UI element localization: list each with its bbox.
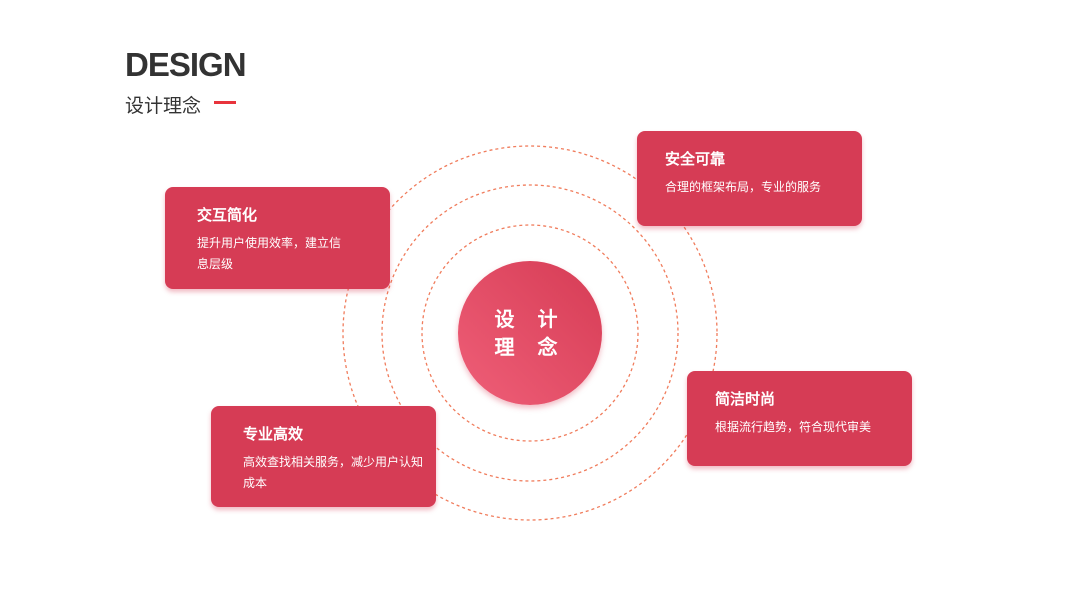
- page-subtitle: 设计理念: [125, 95, 202, 117]
- center-line2: 理 念: [494, 335, 566, 359]
- card-desc: 高效查找相关服务，减少用户认知成本: [243, 455, 424, 490]
- page-title: DESIGN: [125, 46, 247, 83]
- center-circle: 设 计 理 念: [458, 261, 602, 405]
- ring-outer: [342, 145, 718, 521]
- card-title: 安全可靠: [665, 150, 726, 168]
- card-title: 交互简化: [197, 206, 258, 224]
- card-secure-reliable: 安全可靠 合理的框架布局，专业的服务: [637, 131, 862, 226]
- ring-middle: [381, 184, 679, 482]
- card-title: 专业高效: [243, 425, 304, 443]
- card-interaction-simplify: 交互简化 提升用户使用效率，建立信息层级: [165, 187, 390, 289]
- card-professional-efficient: 专业高效 高效查找相关服务，减少用户认知成本: [211, 406, 436, 507]
- card-simple-fashion: 简洁时尚 根据流行趋势，符合现代审美: [687, 371, 912, 466]
- card-desc: 根据流行趋势，符合现代审美: [715, 420, 872, 434]
- card-desc: 提升用户使用效率，建立信息层级: [197, 236, 342, 271]
- card-title: 简洁时尚: [715, 390, 776, 408]
- center-line1: 设 计: [494, 307, 566, 331]
- accent-dash: [214, 101, 236, 104]
- ring-inner: [421, 224, 639, 442]
- card-desc: 合理的框架布局，专业的服务: [665, 180, 822, 194]
